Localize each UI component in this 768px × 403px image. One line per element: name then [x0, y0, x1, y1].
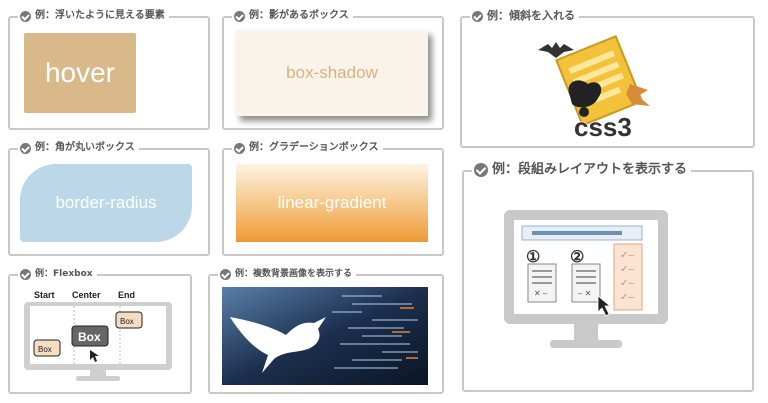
svg-text:✓–: ✓– [620, 264, 634, 275]
check-circle-icon [472, 10, 483, 22]
css3-illustration: css3 [538, 34, 650, 142]
flex-header-end: End [118, 290, 135, 300]
card-radius-label: 例：角が丸いボックス [35, 142, 135, 153]
check-circle-icon [220, 268, 231, 280]
card-hover-label: 例：浮いたように見える要素 [35, 10, 165, 21]
bat-icon [538, 42, 574, 58]
hummingbird-icon [230, 317, 326, 373]
card-multibg-label: 例：複数背景画像を表示する [235, 269, 353, 279]
card-columns: 例：段組みレイアウトを表示する ✓– ✓– ✓– ✓– ✕ – – ✕ ① ② [462, 161, 754, 392]
monitor-illustration: ✓– ✓– ✓– ✓– ✕ – – ✕ ① ② [504, 210, 668, 348]
flexbox-illustration: Start Center End Box Box Box [24, 290, 172, 381]
flex-box-center: Box [78, 330, 101, 344]
shadow-demo-box: box-shadow [236, 30, 428, 116]
cursor-icon [90, 350, 99, 362]
check-circle-icon [20, 10, 31, 22]
card-flexbox: 例：Flexbox Start Center End Box Box Box [8, 267, 192, 394]
check-circle-icon [20, 268, 31, 280]
check-circle-icon [234, 142, 245, 154]
card-columns-label: 例：段組みレイアウトを表示する [492, 162, 688, 177]
flex-header-center: Center [72, 290, 101, 300]
gradient-demo-box: linear-gradient [236, 164, 428, 242]
flex-header-start: Start [34, 290, 55, 300]
css3-text: css3 [574, 112, 632, 142]
card-gradient-label: 例：グラデーションボックス [249, 142, 379, 153]
radius-demo-box: border-radius [20, 164, 192, 242]
leaf-icon [626, 84, 650, 106]
column-number-1: ① [526, 249, 540, 266]
svg-text:✓–: ✓– [620, 292, 634, 303]
svg-text:– ✕: – ✕ [578, 289, 591, 298]
card-flexbox-label: 例：Flexbox [35, 269, 93, 279]
check-circle-icon [234, 10, 245, 22]
card-skew: 例：傾斜を入れる css3 [460, 9, 755, 148]
card-shadow-label: 例：影があるボックス [249, 10, 349, 21]
hover-demo-box[interactable]: hover [24, 33, 136, 113]
multi-background-photo [222, 287, 428, 385]
turkey-icon [568, 80, 602, 108]
flex-box-end: Box [120, 317, 134, 326]
check-circle-icon [474, 163, 488, 177]
cursor-icon [597, 295, 612, 317]
svg-text:✓–: ✓– [620, 278, 634, 289]
card-skew-label: 例：傾斜を入れる [487, 9, 575, 22]
svg-text:✕ –: ✕ – [534, 289, 548, 298]
column-number-2: ② [570, 249, 584, 266]
svg-text:✓–: ✓– [620, 250, 634, 261]
flex-box-start: Box [38, 345, 52, 354]
check-circle-icon [20, 142, 31, 154]
